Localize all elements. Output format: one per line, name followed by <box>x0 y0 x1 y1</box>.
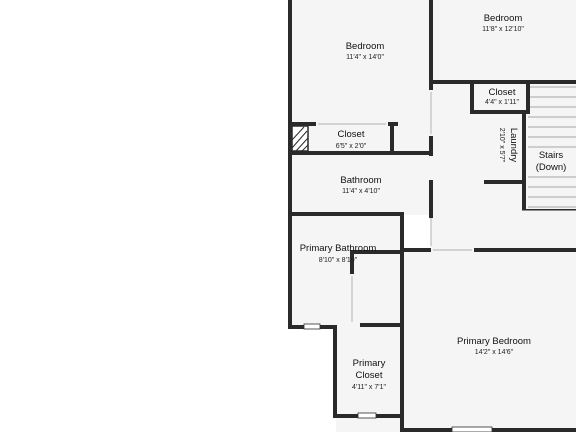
wall-bedroom-right-bottom <box>433 80 576 84</box>
label-bathroom: Bathroom <box>340 175 381 186</box>
window-primary-bed <box>451 426 493 432</box>
floor-bathroom <box>291 155 431 215</box>
wall-bathroom-bottom <box>292 212 403 216</box>
wall-bedroom-left-bottom-a <box>292 122 316 126</box>
wall-closet-small-bottom <box>470 110 530 114</box>
room-labels: Bedroom 11'4" x 14'0" Bedroom 11'8" x 12… <box>300 13 567 391</box>
windows <box>303 323 493 432</box>
stairs-treads <box>528 86 576 208</box>
wall-laundry-right <box>522 114 526 210</box>
wall-closet-bathroom <box>292 151 433 155</box>
wall-primary-bed-left <box>400 250 404 432</box>
floor-bedroom-right <box>433 0 576 82</box>
dims-primary-closet: 4'11" x 7'1" <box>352 384 386 391</box>
label-primary-bedroom: Primary Bedroom <box>457 336 531 347</box>
wall-bedrooms-divider <box>429 0 433 90</box>
wall-bathroom-right-a <box>429 180 433 218</box>
dims-closet-small: 4'4" x 1'11" <box>485 99 519 106</box>
label-primary-bathroom: Primary Bathroom <box>300 243 377 254</box>
label-bedroom-left: Bedroom <box>346 41 385 52</box>
label-stairs-1: Stairs <box>539 150 564 161</box>
dims-bedroom-left: 11'4" x 14'0" <box>346 54 384 61</box>
wall-primary-bath-bottom-b <box>360 323 404 327</box>
wall-hall-jog <box>350 250 404 254</box>
dims-bedroom-right: 11'8" x 12'10" <box>482 26 524 33</box>
window-primary-closet <box>357 412 377 419</box>
label-closet-left: Closet <box>338 129 365 140</box>
floor-closet-left <box>291 124 431 154</box>
dims-primary-bathroom: 8'10" x 8'10" <box>319 257 358 264</box>
label-laundry: Laundry <box>508 128 519 163</box>
wall-closet-small-left <box>470 84 474 113</box>
window-primary-bath <box>303 323 321 330</box>
wall-hall-left <box>350 250 354 274</box>
floor-hall-lower <box>352 250 404 326</box>
wall-stairs-bottom <box>522 209 576 211</box>
dims-laundry: 2'10" x 5'7" <box>498 128 505 163</box>
label-closet-small: Closet <box>489 87 516 98</box>
label-primary-closet-1: Primary <box>353 358 386 369</box>
wall-primary-bed-top-a <box>400 248 431 252</box>
label-bedroom-right: Bedroom <box>484 13 523 24</box>
hatched-shaft <box>291 125 309 152</box>
wall-closet-small-right <box>526 84 530 114</box>
label-stairs-2: (Down) <box>536 162 567 173</box>
dims-bathroom: 11'4" x 4'10" <box>342 188 380 195</box>
wall-laundry-bottom <box>484 180 526 184</box>
wall-primary-bed-top-b <box>474 248 576 252</box>
wall-bedroom-left-right-lower <box>429 136 433 156</box>
wall-primary-bath-right <box>400 212 404 252</box>
dims-primary-bedroom: 14'2" x 14'6" <box>475 349 514 356</box>
label-primary-closet-2: Closet <box>356 370 383 381</box>
dims-closet-left: 6'5" x 2'0" <box>336 143 367 150</box>
door-openings <box>318 92 472 322</box>
wall-outer-left <box>288 0 292 329</box>
wall-primary-closet-left <box>333 325 337 418</box>
floor-primary-bedroom <box>402 250 576 432</box>
wall-closet-left-right <box>390 122 394 154</box>
